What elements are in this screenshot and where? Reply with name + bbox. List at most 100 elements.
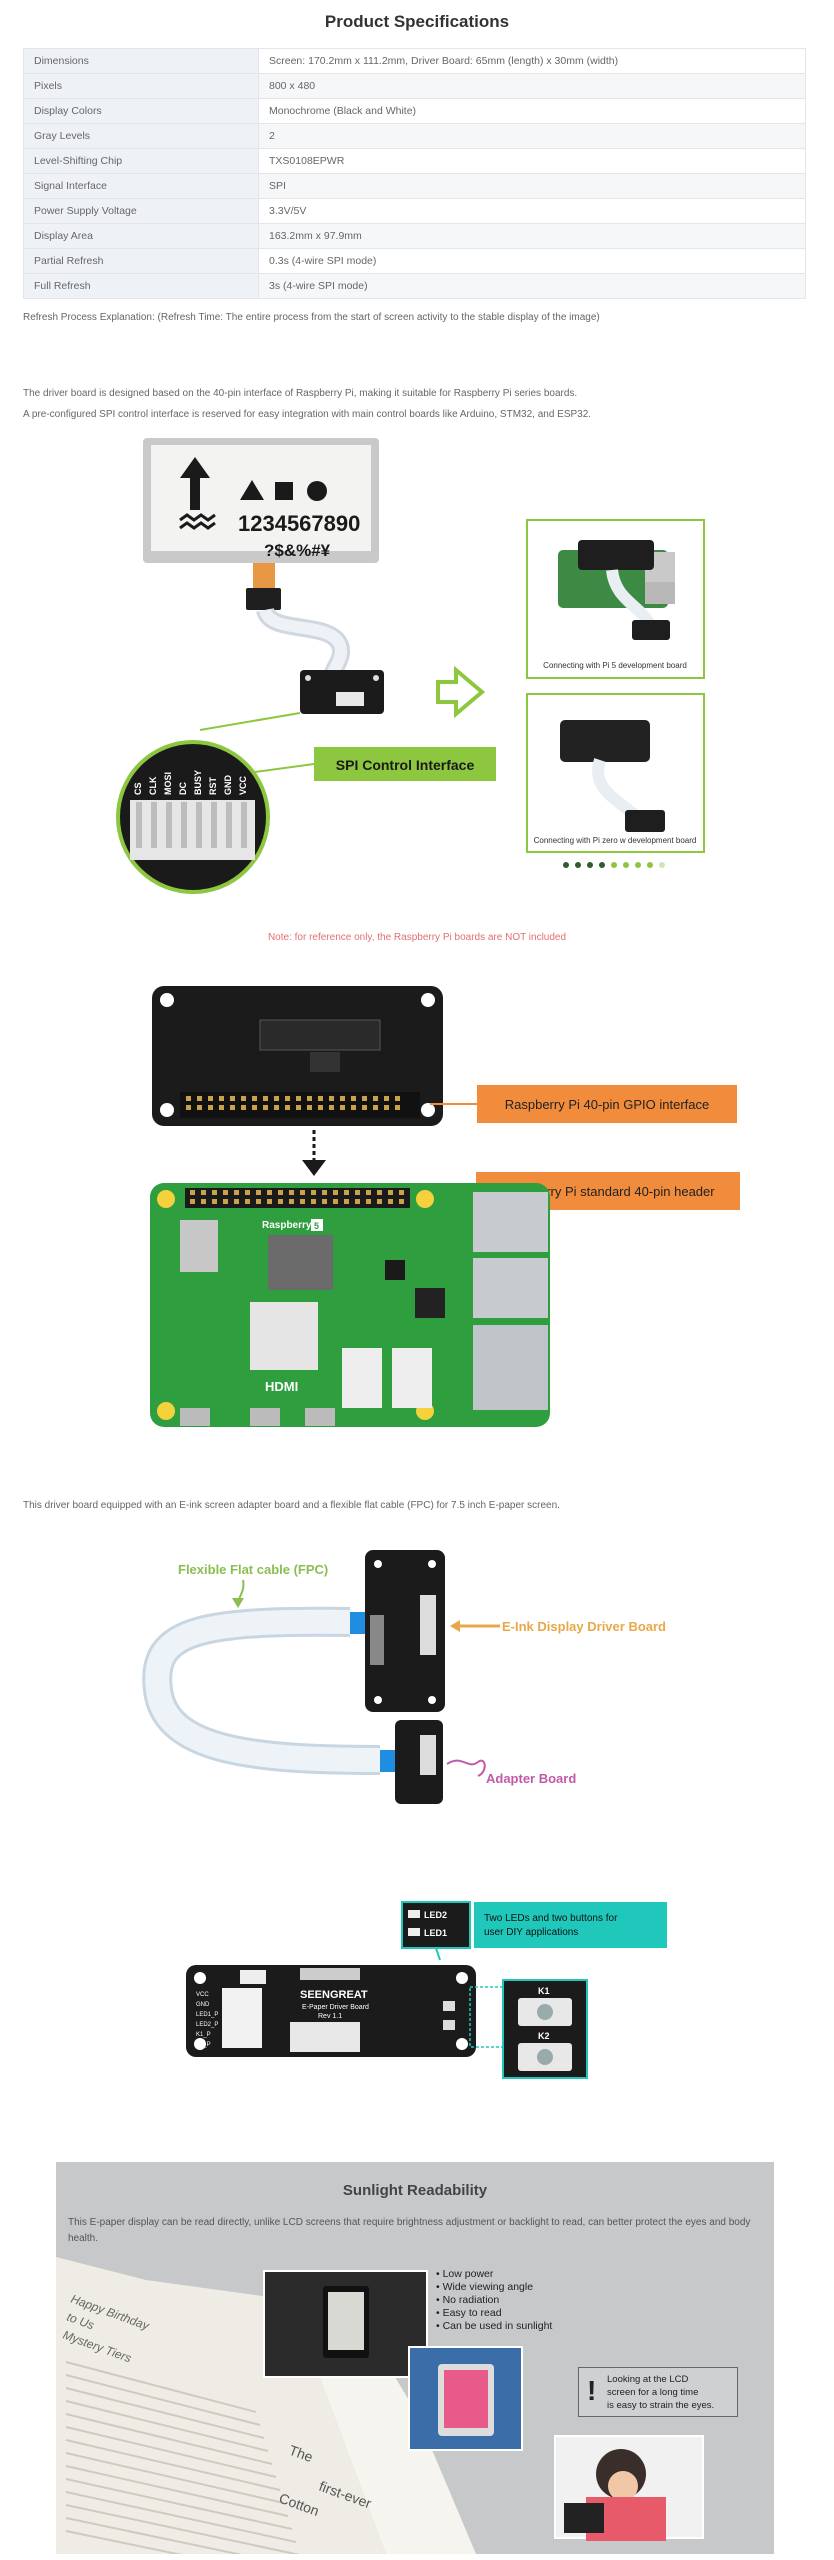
header-pin [241,1096,246,1101]
header-pin [395,1105,400,1110]
led-note-1: Two LEDs and two buttons for [484,1913,618,1924]
spec-key: Display Colors [23,98,259,124]
header-pin [223,1190,228,1195]
header-pin [252,1105,257,1110]
pin-label: BUSY [193,770,203,795]
spec-key: Gray Levels [23,123,259,149]
carousel-dot[interactable] [587,862,593,868]
board-pin-label: K1_P [196,2032,211,2038]
header-pin [355,1199,360,1204]
book-left-page [56,2257,386,2554]
pin-label: CLK [148,776,158,795]
bullet-icon: • [436,2294,443,2306]
carousel-dot[interactable] [623,862,629,868]
carousel-dot[interactable] [647,862,653,868]
refresh-note: Refresh Process Explanation: (Refresh Ti… [23,312,600,323]
header-pin [263,1105,268,1110]
header-pin [377,1190,382,1195]
header-pin [344,1190,349,1195]
board-pin-label: VCC [196,1992,209,1998]
carousel-dots[interactable] [563,862,665,868]
header-pin [333,1190,338,1195]
benefit-list: • Low power• Wide viewing angle• No radi… [436,2268,552,2333]
header-pin [252,1096,257,1101]
spec-key: Signal Interface [23,173,259,199]
carousel-dot[interactable] [563,862,569,868]
header-pin [351,1096,356,1101]
header-pin [256,1190,261,1195]
screen-symbols: ?$&%#¥ [264,541,331,560]
book-text-line [65,2426,277,2478]
header-pin [322,1190,327,1195]
pin-label: CS [133,782,143,795]
book-word-4: The [287,2442,315,2465]
header-pin [230,1105,235,1110]
header-pin [377,1199,382,1204]
header-pin [274,1105,279,1110]
header-pin [241,1105,246,1110]
triangle-icon [240,480,264,500]
raspberry-pi-5: Raspberry Pi 5 HDMI [150,1183,550,1427]
book-text-line [65,2465,289,2517]
header-pin [234,1199,239,1204]
header-pin [274,1096,279,1101]
benefit-text: Low power [442,2268,494,2280]
led-note-2: user DIY applications [484,1927,578,1938]
header-pin [234,1190,239,1195]
header-pin [307,1096,312,1101]
header-pin [201,1190,206,1195]
carousel-dot[interactable] [611,862,617,868]
header-pin [340,1096,345,1101]
led1-label: LED1 [424,1928,447,1938]
reference-note: Note: for reference only, the Raspberry … [267,932,567,943]
header-pin [311,1199,316,1204]
header-pin [373,1096,378,1101]
header-pin [267,1190,272,1195]
spec-value: 163.2mm x 97.9mm [258,223,806,249]
led-button-figure: LED2 LED1 Two LEDs and two buttons for u… [186,1901,667,2079]
benefit-text: No radiation [442,2294,500,2306]
header-pin [289,1199,294,1204]
circle-icon [307,481,327,501]
book-text-line [65,2413,273,2465]
pin-label: VCC [238,775,248,795]
header-pin [362,1105,367,1110]
pi-name: Raspberry Pi [262,1220,324,1231]
carousel-dot[interactable] [635,862,641,868]
spec-value: 2 [258,123,806,149]
book-text-line [65,2361,257,2413]
header-pin [318,1105,323,1110]
square-icon [275,482,293,500]
book-text-line [65,2491,297,2543]
header-pin [355,1190,360,1195]
spec-value: 0.3s (4-wire SPI mode) [258,248,806,274]
benefit-item: • No radiation [436,2294,552,2307]
eink-driver-board [365,1550,445,1712]
header-pin [344,1199,349,1204]
header-pin [384,1096,389,1101]
book-text-line [65,2530,183,2554]
benefit-item: • Wide viewing angle [436,2281,552,2294]
arrow-up-icon [180,457,210,510]
header-pin [300,1199,305,1204]
spec-key: Level-Shifting Chip [23,148,259,174]
header-pin [285,1105,290,1110]
carousel-dot[interactable] [575,862,581,868]
spec-value: 3.3V/5V [258,198,806,224]
carousel-dot[interactable] [659,862,665,868]
wave-icon [179,513,216,530]
spi-label-box [314,747,496,781]
carousel-dot[interactable] [599,862,605,868]
header-pin [267,1199,272,1204]
ereader-photo [263,2270,428,2378]
exclamation-icon: ! [587,2375,597,2406]
led-callout [401,1901,471,1949]
spec-value: 800 x 480 [258,73,806,99]
pi5-photo [558,540,675,640]
spec-value: 3s (4-wire SPI mode) [258,273,806,299]
epaper-driver-board: SEENGREAT E-Paper Driver Board Rev 1.1 V… [186,1965,476,2057]
bullet-icon: • [436,2268,443,2280]
screen-digits: 1234567890 [238,511,360,536]
